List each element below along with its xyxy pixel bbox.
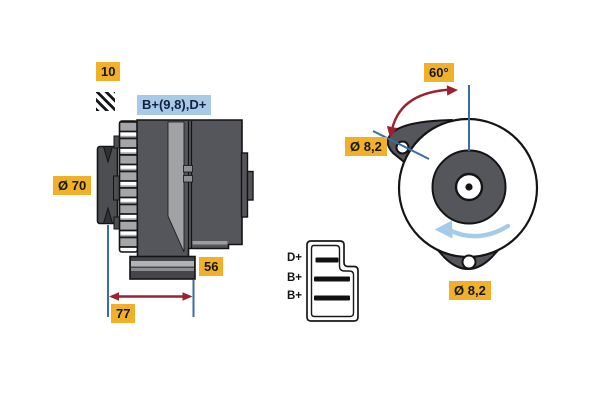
pin-label-dplus: D+ xyxy=(286,252,302,264)
pin-label-bplus-2: B+ xyxy=(286,290,302,302)
label-dim-56: 56 xyxy=(199,257,224,276)
side-view xyxy=(96,119,254,317)
pin-bar-dplus xyxy=(315,257,339,263)
cooling-fan xyxy=(118,120,139,253)
pin-bar-bplus-1 xyxy=(314,276,350,282)
label-pulley-diameter: Ø 70 xyxy=(53,176,92,195)
label-hole-top: Ø 8,2 xyxy=(345,137,387,156)
hatch-icon xyxy=(96,92,115,111)
label-dim-77: 77 xyxy=(111,304,136,323)
label-hole-bottom: Ø 8,2 xyxy=(449,281,491,300)
terminal-block xyxy=(240,152,254,218)
mount-hole-bottom xyxy=(461,254,477,270)
shaft-center-dot xyxy=(465,183,473,191)
rear-view xyxy=(372,85,539,270)
mounting-foot xyxy=(129,255,196,280)
housing xyxy=(136,119,243,258)
plug-connector xyxy=(306,240,359,322)
label-belt-width: 10 xyxy=(96,62,121,81)
label-terminal-marking: B+(9,8),D+ xyxy=(137,95,212,115)
pin-label-bplus-1: B+ xyxy=(286,272,302,284)
housing-chamfer-highlight xyxy=(167,121,185,253)
label-mount-angle: 60° xyxy=(424,63,454,82)
connector-outline-inner xyxy=(310,244,355,318)
pin-bar-bplus-2 xyxy=(314,295,350,301)
rotation-arrow-icon xyxy=(434,220,511,239)
angle-dimension-60 xyxy=(372,85,470,160)
dimension-77 xyxy=(107,225,195,317)
